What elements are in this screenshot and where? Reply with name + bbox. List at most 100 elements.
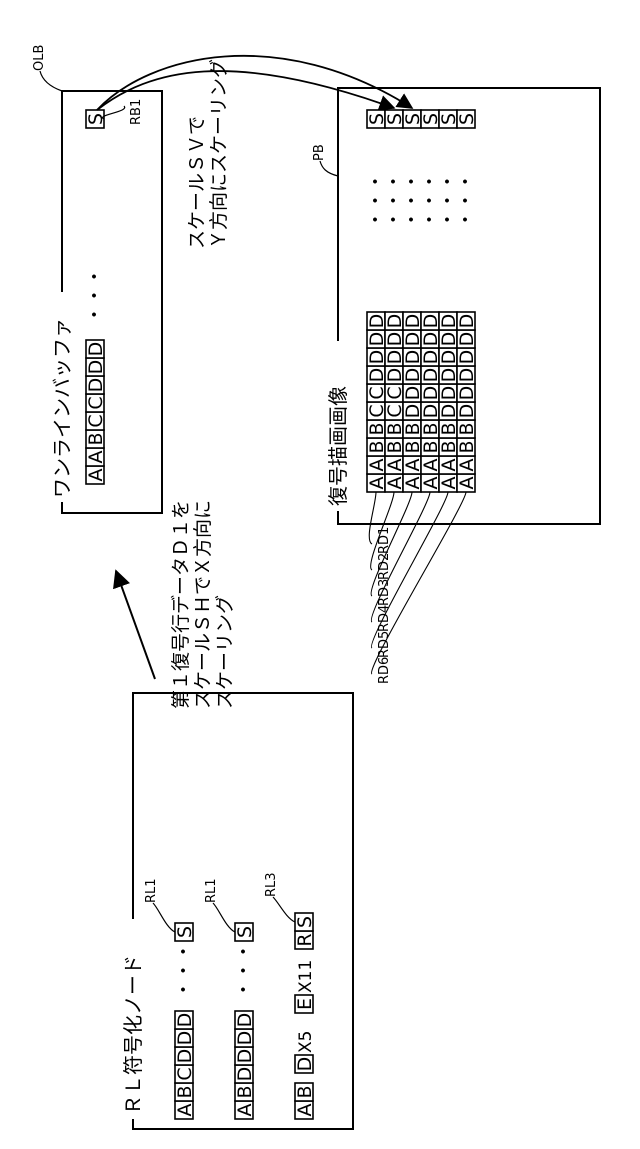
rl-row: ABCDDD・・・SRL1 bbox=[144, 878, 196, 1119]
olb-cell: A bbox=[85, 448, 107, 466]
olb-cell-letter: C bbox=[85, 396, 107, 409]
pb-cell: D bbox=[456, 402, 478, 420]
rl-cell-letter: D bbox=[234, 1049, 256, 1064]
pb-continuation: ・・・ bbox=[455, 172, 477, 229]
rl-cell: B bbox=[174, 1083, 196, 1101]
pb-ref-label: PB bbox=[312, 144, 327, 161]
pb-cell: B bbox=[456, 420, 478, 438]
olb-cell: D bbox=[85, 340, 107, 358]
olb-cell: A bbox=[85, 466, 107, 484]
decoded-image-panel: 復号描画画像 PB AABBCCDDDD・・・SRD1AABBCCDDDD・・・… bbox=[312, 88, 600, 684]
pb-cell-letter: B bbox=[456, 440, 478, 453]
pb-end-cell: S bbox=[456, 110, 478, 128]
step1-caption-line3: スケーリング bbox=[214, 595, 236, 709]
pb-cell-letter: D bbox=[456, 314, 478, 329]
rl-row-label: RL3 bbox=[264, 872, 279, 897]
rl-cell-letter: D bbox=[174, 1013, 196, 1028]
rl-extra-cell: D bbox=[294, 1055, 316, 1073]
rl-cell: D bbox=[174, 1011, 196, 1029]
rl-run-count: X5 bbox=[296, 1031, 316, 1053]
rl-row: ABDDDD・・・SRL1 bbox=[204, 878, 256, 1119]
rl-end-leader bbox=[153, 903, 175, 932]
pb-row-label: RD1 bbox=[377, 527, 392, 554]
step1-caption-line1: 第１復号行データＤ１を bbox=[170, 500, 192, 709]
rl-cell: D bbox=[174, 1029, 196, 1047]
pb-row-leader bbox=[369, 492, 376, 544]
rl-cell-letter: A bbox=[174, 1104, 196, 1117]
olb-cell-letter: B bbox=[85, 432, 107, 445]
olb-cell-letter: D bbox=[85, 378, 107, 393]
rl-end-cell-letter: S bbox=[174, 926, 196, 938]
pb-cell: D bbox=[456, 330, 478, 348]
rl-cell-letter: A bbox=[294, 1104, 316, 1117]
rl-end-leader bbox=[273, 897, 295, 922]
pb-cell: D bbox=[456, 312, 478, 330]
rl-end-cell-letter: S bbox=[294, 916, 316, 928]
pb-cell-letter: D bbox=[456, 368, 478, 383]
rl-cell: D bbox=[234, 1047, 256, 1065]
pb-cell-letter: A bbox=[456, 459, 478, 472]
pb-cell: D bbox=[456, 348, 478, 366]
rl-cell: D bbox=[174, 1047, 196, 1065]
olb-cell: C bbox=[85, 412, 107, 430]
rl-cell: D bbox=[234, 1029, 256, 1047]
rl-cell: D bbox=[234, 1065, 256, 1083]
olb-cell: D bbox=[85, 376, 107, 394]
rl-row-label: RL1 bbox=[144, 878, 159, 903]
pb-row-label: RD6 bbox=[377, 657, 392, 684]
pb-end-cell-letter: S bbox=[456, 113, 478, 125]
olb-cell-letter: D bbox=[85, 342, 107, 357]
olb-cell-letter: D bbox=[85, 360, 107, 375]
rl-cell-letter: B bbox=[174, 1085, 196, 1098]
pb-row-label: RD3 bbox=[377, 579, 392, 606]
rl-cell-letter: B bbox=[294, 1085, 316, 1098]
pb-cell-letter: D bbox=[456, 404, 478, 419]
rl-end-cell: R bbox=[294, 931, 316, 949]
rl-cell-letter: D bbox=[234, 1067, 256, 1082]
rl-cell-letter: A bbox=[234, 1104, 256, 1117]
rl-encoding-node: ＲＬ符号化ノード ABCDDD・・・SRL1ABDDDD・・・SRL1ABDX5… bbox=[121, 693, 353, 1129]
rl-extra-cell-letter: E bbox=[294, 998, 316, 1010]
rl-cell-letter: B bbox=[234, 1085, 256, 1098]
rl-end-cell: S bbox=[234, 923, 256, 941]
olb-cell-letter: A bbox=[85, 469, 107, 482]
olb-ref-leader bbox=[40, 71, 62, 91]
olb-cell: D bbox=[85, 358, 107, 376]
rl-extra-cell-letter: D bbox=[294, 1057, 316, 1072]
pb-cell: B bbox=[456, 438, 478, 456]
rl-cell: B bbox=[294, 1083, 316, 1101]
pb-title: 復号描画画像 bbox=[326, 386, 350, 506]
pb-cell-letter: D bbox=[456, 332, 478, 347]
rl-cell: C bbox=[174, 1065, 196, 1083]
step1-caption-line2: スケールＳＨでＸ方向に bbox=[192, 500, 214, 709]
rl-cell-letter: C bbox=[174, 1067, 196, 1080]
pb-cell-letter: D bbox=[456, 350, 478, 365]
olb-frame bbox=[62, 91, 162, 513]
rl-cell: A bbox=[174, 1101, 196, 1119]
olb-cell: B bbox=[85, 430, 107, 448]
rl-continuation: ・・・ bbox=[233, 942, 255, 999]
step1-arrow bbox=[116, 571, 155, 679]
rl-end-cell: S bbox=[174, 923, 196, 941]
rl-cell: A bbox=[234, 1101, 256, 1119]
pb-cell: D bbox=[456, 384, 478, 402]
rl-row-label: RL1 bbox=[204, 878, 219, 903]
rl-cell-letter: D bbox=[234, 1013, 256, 1028]
olb-end-label: RB1 bbox=[129, 99, 144, 125]
pb-cell-letter: A bbox=[456, 477, 478, 490]
rl-cell-letter: D bbox=[234, 1031, 256, 1046]
pb-cell: A bbox=[456, 456, 478, 474]
pb-cell: D bbox=[456, 366, 478, 384]
rl-end-cell: S bbox=[294, 913, 316, 931]
olb-cell: C bbox=[85, 394, 107, 412]
rl-end-leader bbox=[213, 903, 235, 932]
rl-row: ABDX5EX11RSRL3 bbox=[264, 872, 316, 1119]
rl-cell: D bbox=[234, 1011, 256, 1029]
olb-continuation: ・・・ bbox=[84, 267, 106, 324]
pb-cell-letter: D bbox=[456, 386, 478, 401]
rl-extra-cell: E bbox=[294, 995, 316, 1013]
olb-cell-letter: A bbox=[85, 451, 107, 464]
step2-caption-line1: スケールＳＶで bbox=[186, 116, 208, 249]
rl-end-cell-letter: R bbox=[294, 933, 316, 946]
